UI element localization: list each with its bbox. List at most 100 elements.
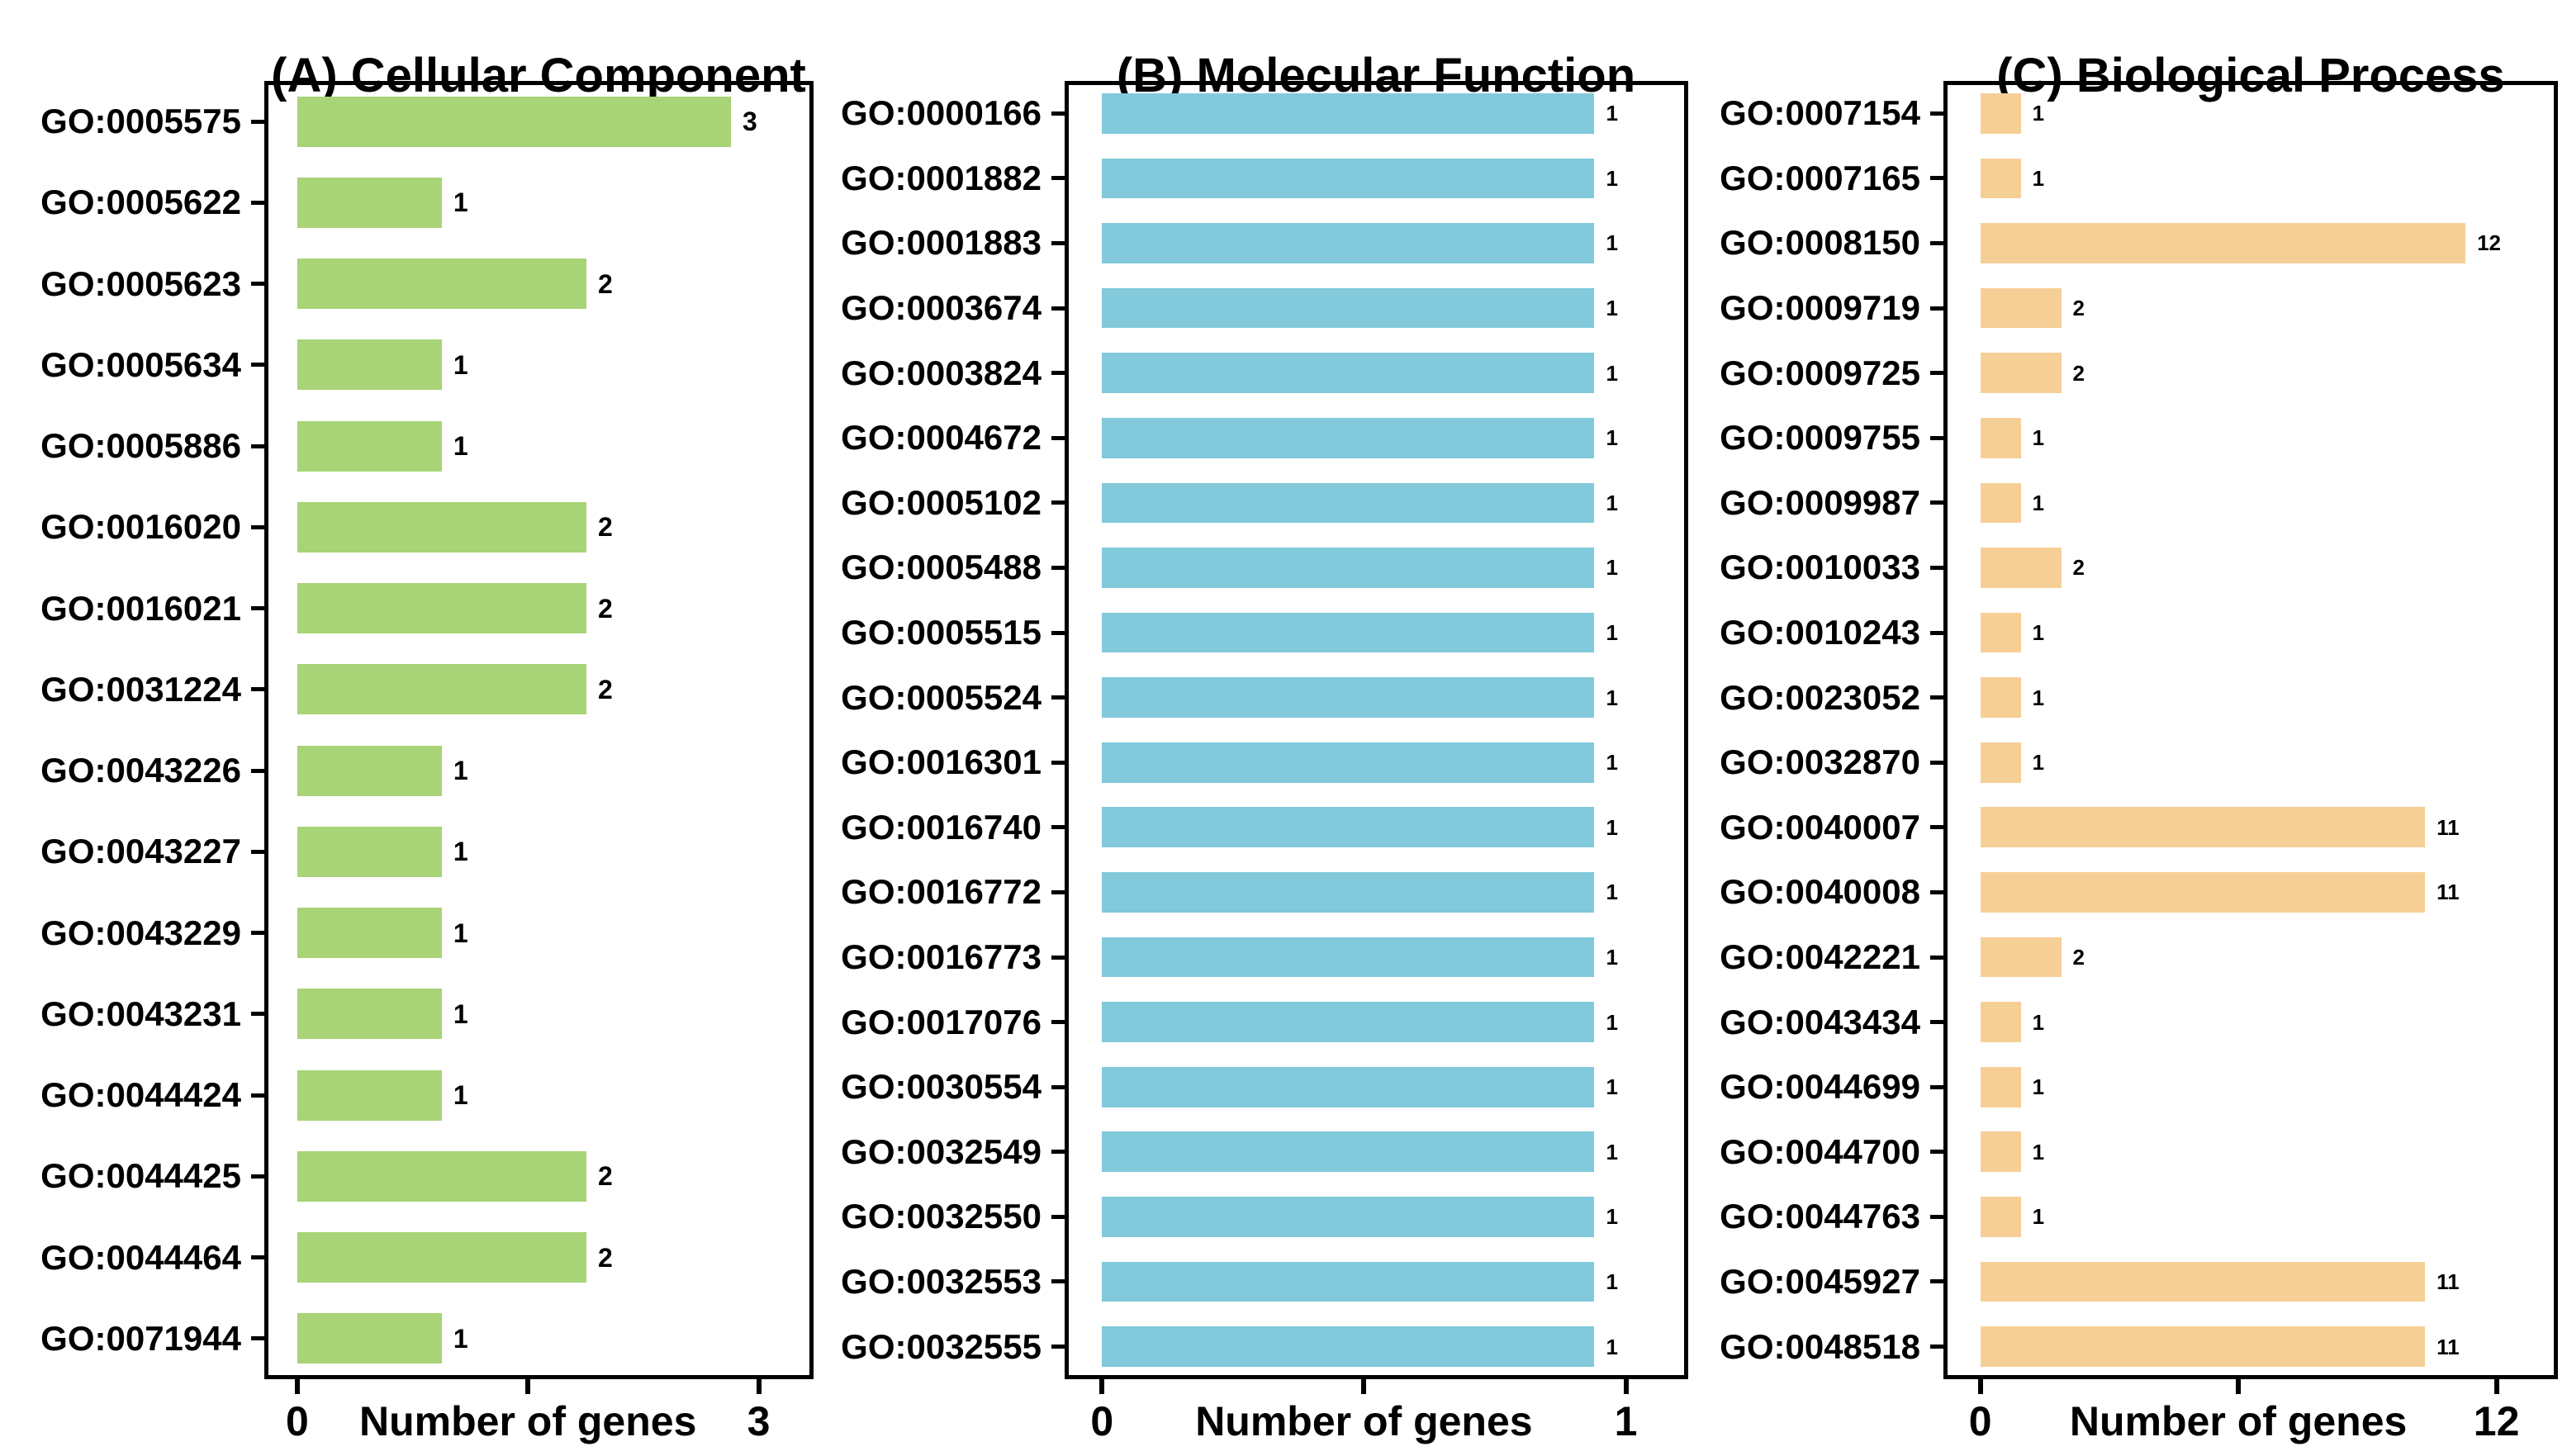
y-tick [1051, 371, 1065, 376]
bar [1102, 223, 1595, 263]
bar-value-label: 1 [1606, 360, 1618, 386]
bar-row: 1 [1065, 665, 1688, 730]
category-label: GO:0005575 [40, 102, 241, 141]
y-tick [1051, 1279, 1065, 1284]
y-tick [1051, 1020, 1065, 1025]
bar-value-label: 1 [2032, 165, 2045, 191]
y-axis-label-row: GO:0005575 [0, 81, 264, 162]
bar [1980, 482, 2021, 524]
y-tick [1930, 1214, 1943, 1219]
bar-value-label: 12 [2477, 230, 2502, 256]
bar-row: 1 [1065, 730, 1688, 795]
bar-row: 2 [264, 486, 814, 567]
y-tick [251, 119, 264, 124]
category-label: GO:0016021 [40, 588, 241, 628]
bar-value-label: 1 [1606, 1269, 1618, 1294]
bar-value-label: 11 [2437, 814, 2460, 840]
y-axis-label-row: GO:0032549 [0, 1120, 1065, 1185]
bar-row: 2 [264, 568, 814, 649]
y-tick [1051, 825, 1065, 830]
y-axis-label-row: GO:0016772 [0, 860, 1065, 925]
bar-value-label: 1 [1606, 101, 1618, 126]
y-tick [1930, 825, 1943, 830]
bar-value-label: 3 [742, 107, 757, 137]
y-axis-label-row: GO:0009755 [0, 405, 1943, 471]
x-axis-title: Number of genes [1195, 1398, 1533, 1444]
x-axis-title: Number of genes [2069, 1398, 2408, 1444]
bar [297, 1069, 442, 1121]
bar-value-label: 1 [453, 1080, 468, 1111]
bar [1980, 353, 2062, 394]
y-axis-label-row: GO:0008150 [0, 211, 1943, 276]
y-axis-label-row: GO:0040007 [0, 795, 1943, 861]
bar-row: 2 [1943, 340, 2558, 405]
bar-row: 1 [1065, 535, 1688, 600]
y-axis-label-row: GO:0005515 [0, 600, 1065, 666]
y-tick [1051, 1084, 1065, 1089]
y-tick [251, 768, 264, 773]
bar-row: 1 [1943, 471, 2558, 536]
bar-row: 2 [1943, 925, 2558, 990]
y-axis-label-row: GO:0001883 [0, 211, 1065, 276]
bar-value-label: 1 [2032, 620, 2045, 646]
bar-value-label: 1 [2032, 685, 2045, 710]
y-axis-label-row: GO:0043226 [0, 730, 264, 811]
bar-row: 1 [1065, 276, 1688, 341]
y-axis-label-row: GO:0009719 [0, 276, 1943, 341]
bar-value-label: 1 [453, 187, 468, 218]
x-tick-mid [1361, 1378, 1367, 1394]
category-label: GO:0031224 [40, 669, 241, 709]
category-label: GO:0007165 [1720, 158, 1920, 197]
bar-value-label: 1 [453, 918, 468, 948]
bar-row: 2 [264, 1136, 814, 1216]
bar [1102, 1002, 1595, 1042]
panel-title: (A) Cellular Component [271, 49, 806, 103]
category-label: GO:0001883 [841, 223, 1042, 263]
y-axis-label-row: GO:0044763 [0, 1184, 1943, 1250]
bar-row: 1 [264, 1298, 814, 1379]
category-label: GO:0043226 [40, 751, 241, 790]
bar-row: 1 [1943, 1055, 2558, 1120]
bar [1980, 1261, 2426, 1302]
category-label: GO:0016020 [40, 507, 241, 547]
y-axis-label-row: GO:0005102 [0, 471, 1065, 536]
x-tick-max [1623, 1378, 1629, 1394]
y-axis-label-row: GO:0003674 [0, 276, 1065, 341]
bar-row: 1 [264, 405, 814, 486]
category-label: GO:0040007 [1720, 807, 1920, 847]
y-tick [1051, 630, 1065, 635]
panel-title: (C) Biological Process [1996, 49, 2505, 103]
category-label: GO:0016773 [841, 937, 1042, 977]
y-axis-label-row: GO:0005488 [0, 535, 1065, 600]
bar-row: 1 [1065, 340, 1688, 405]
y-tick [1051, 306, 1065, 311]
y-tick [1051, 565, 1065, 570]
y-tick [1051, 955, 1065, 960]
bar [1102, 1131, 1595, 1173]
y-axis-label-row: GO:0003824 [0, 340, 1065, 405]
y-axis-label-row: GO:0005623 [0, 244, 264, 325]
y-tick [251, 443, 264, 448]
bar-value-label: 1 [1606, 814, 1618, 840]
y-axis-label-row: GO:0017076 [0, 989, 1065, 1055]
bar-row: 1 [1943, 146, 2558, 211]
y-axis-label-row: GO:0016740 [0, 795, 1065, 861]
bar-value-label: 1 [1606, 1204, 1618, 1230]
category-label: GO:0043231 [40, 994, 241, 1033]
category-label: GO:0044763 [1720, 1197, 1920, 1236]
x-tick-label-max: 3 [747, 1398, 771, 1444]
bar-row: 1 [1065, 795, 1688, 861]
y-tick [1051, 1345, 1065, 1349]
y-axis-label-row: GO:0043434 [0, 989, 1943, 1055]
y-tick [251, 1255, 264, 1260]
y-axis-label-row: GO:0040008 [0, 860, 1943, 925]
y-tick [1930, 371, 1943, 376]
category-label: GO:0048518 [1720, 1326, 1920, 1366]
y-tick [1930, 176, 1943, 181]
y-axis-label-row: GO:0000166 [0, 81, 1065, 146]
y-tick [1051, 435, 1065, 440]
